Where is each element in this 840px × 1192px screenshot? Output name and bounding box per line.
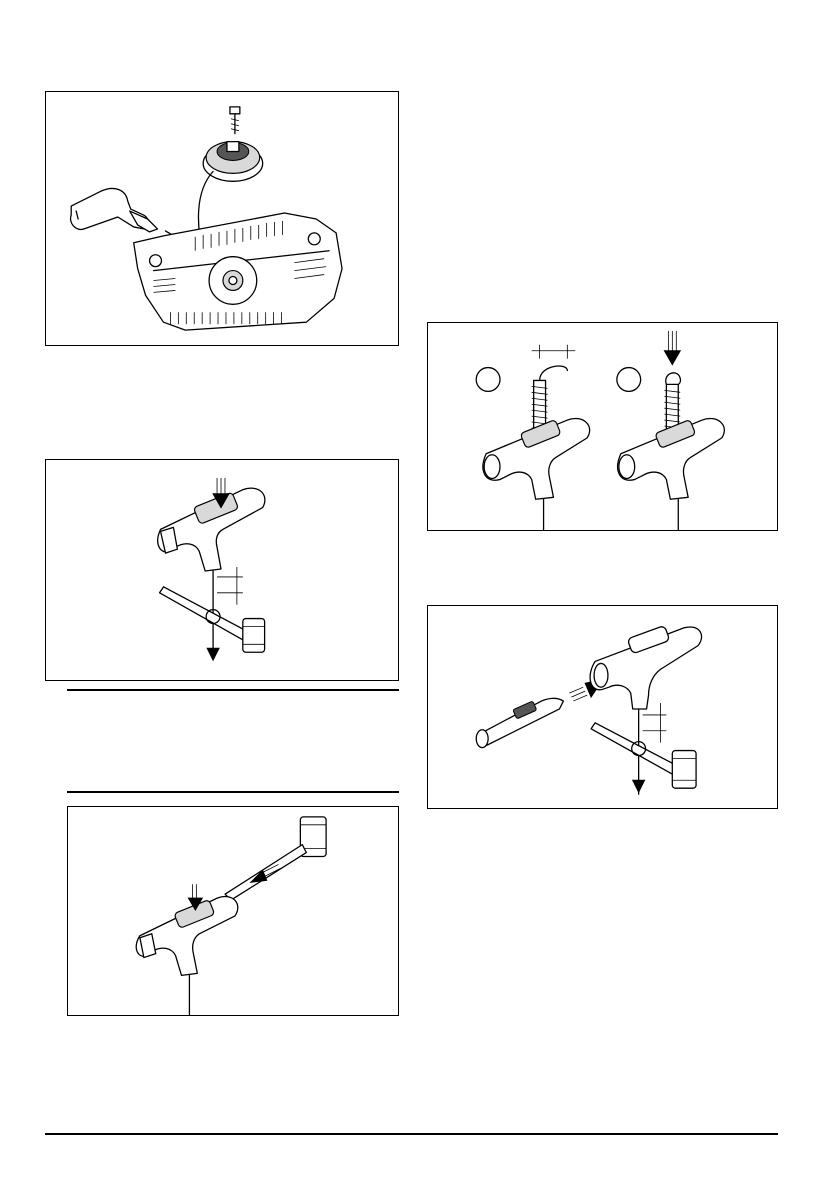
footer-rule <box>45 1133 778 1135</box>
divider-bottom <box>67 791 399 793</box>
divider-top <box>67 689 399 691</box>
screw-icon <box>230 107 240 134</box>
rope-knot <box>540 366 568 380</box>
callout-b <box>617 368 641 392</box>
starter-handle-icon <box>136 897 238 976</box>
figure-handle-measure <box>45 459 399 681</box>
handle-insert-icon <box>476 698 563 747</box>
callout-a <box>476 368 500 392</box>
down-arrow-icon <box>633 780 645 792</box>
tool-wrench-icon <box>591 723 696 788</box>
handle-insert-illustration <box>428 606 777 808</box>
rope-knot-illustration <box>428 323 777 530</box>
push-arrow-icon <box>664 331 680 365</box>
figure-handle-insert <box>427 605 778 809</box>
starter-handle-icon <box>590 625 701 709</box>
figure-starter-assembly <box>45 91 399 346</box>
starter-handle-icon <box>158 488 265 571</box>
pulley-icon <box>203 142 263 182</box>
dimension-marker <box>532 345 576 359</box>
figure-rope-knot <box>427 322 778 531</box>
down-arrow-icon <box>207 648 219 660</box>
handle-push-rope-illustration <box>68 807 398 1015</box>
tool-wrench-icon <box>225 817 326 900</box>
starter-assembly-illustration <box>46 92 398 345</box>
dimension-marker <box>217 567 243 605</box>
figure-handle-push-rope <box>67 806 399 1016</box>
tool-wrench-icon <box>160 587 265 652</box>
starter-handle-icon <box>483 418 590 499</box>
starter-handle-icon <box>618 418 725 499</box>
handle-measure-illustration <box>46 460 398 680</box>
starter-handle-icon <box>71 188 158 231</box>
